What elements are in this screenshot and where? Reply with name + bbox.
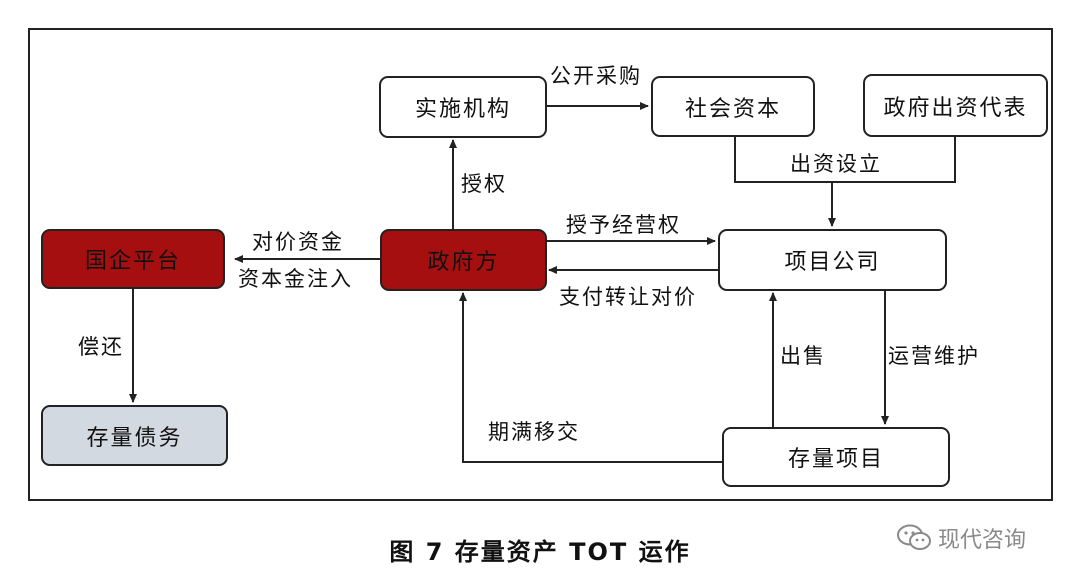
chat-bubble-icon bbox=[897, 524, 931, 550]
label-repay: 偿还 bbox=[78, 335, 124, 359]
label-handover-on-expiry: 期满移交 bbox=[488, 420, 580, 444]
node-soe-platform: 国企平台 bbox=[41, 229, 225, 289]
node-existing-debt: 存量债务 bbox=[41, 405, 228, 466]
diagram-frame bbox=[28, 28, 1053, 501]
watermark: 现代咨询 bbox=[896, 522, 1026, 554]
node-social-capital: 社会资本 bbox=[651, 76, 815, 137]
label-sale: 出售 bbox=[780, 344, 826, 368]
label-grant-operating-rights: 授予经营权 bbox=[566, 213, 681, 237]
label-public-procurement: 公开采购 bbox=[550, 64, 642, 88]
node-gov-capital-rep: 政府出资代表 bbox=[863, 74, 1048, 137]
label-consideration-funds: 对价资金 bbox=[252, 230, 344, 254]
line-social-capital bbox=[734, 137, 956, 183]
node-project-company: 项目公司 bbox=[718, 229, 947, 291]
label-pay-transfer-price: 支付转让对价 bbox=[559, 285, 697, 309]
label-capital-injection: 资本金注入 bbox=[238, 267, 353, 291]
label-capital-contribution: 出资设立 bbox=[790, 152, 882, 176]
arrow-handover bbox=[459, 292, 722, 463]
label-authorization: 授权 bbox=[461, 172, 507, 196]
watermark-text: 现代咨询 bbox=[938, 528, 1027, 553]
node-existing-project: 存量项目 bbox=[722, 427, 950, 487]
node-implementing-agency: 实施机构 bbox=[379, 76, 547, 138]
label-operation-maintenance: 运营维护 bbox=[888, 344, 980, 368]
node-government: 政府方 bbox=[380, 229, 547, 291]
figure-caption: 图 7 存量资产 TOT 运作 bbox=[389, 538, 691, 566]
